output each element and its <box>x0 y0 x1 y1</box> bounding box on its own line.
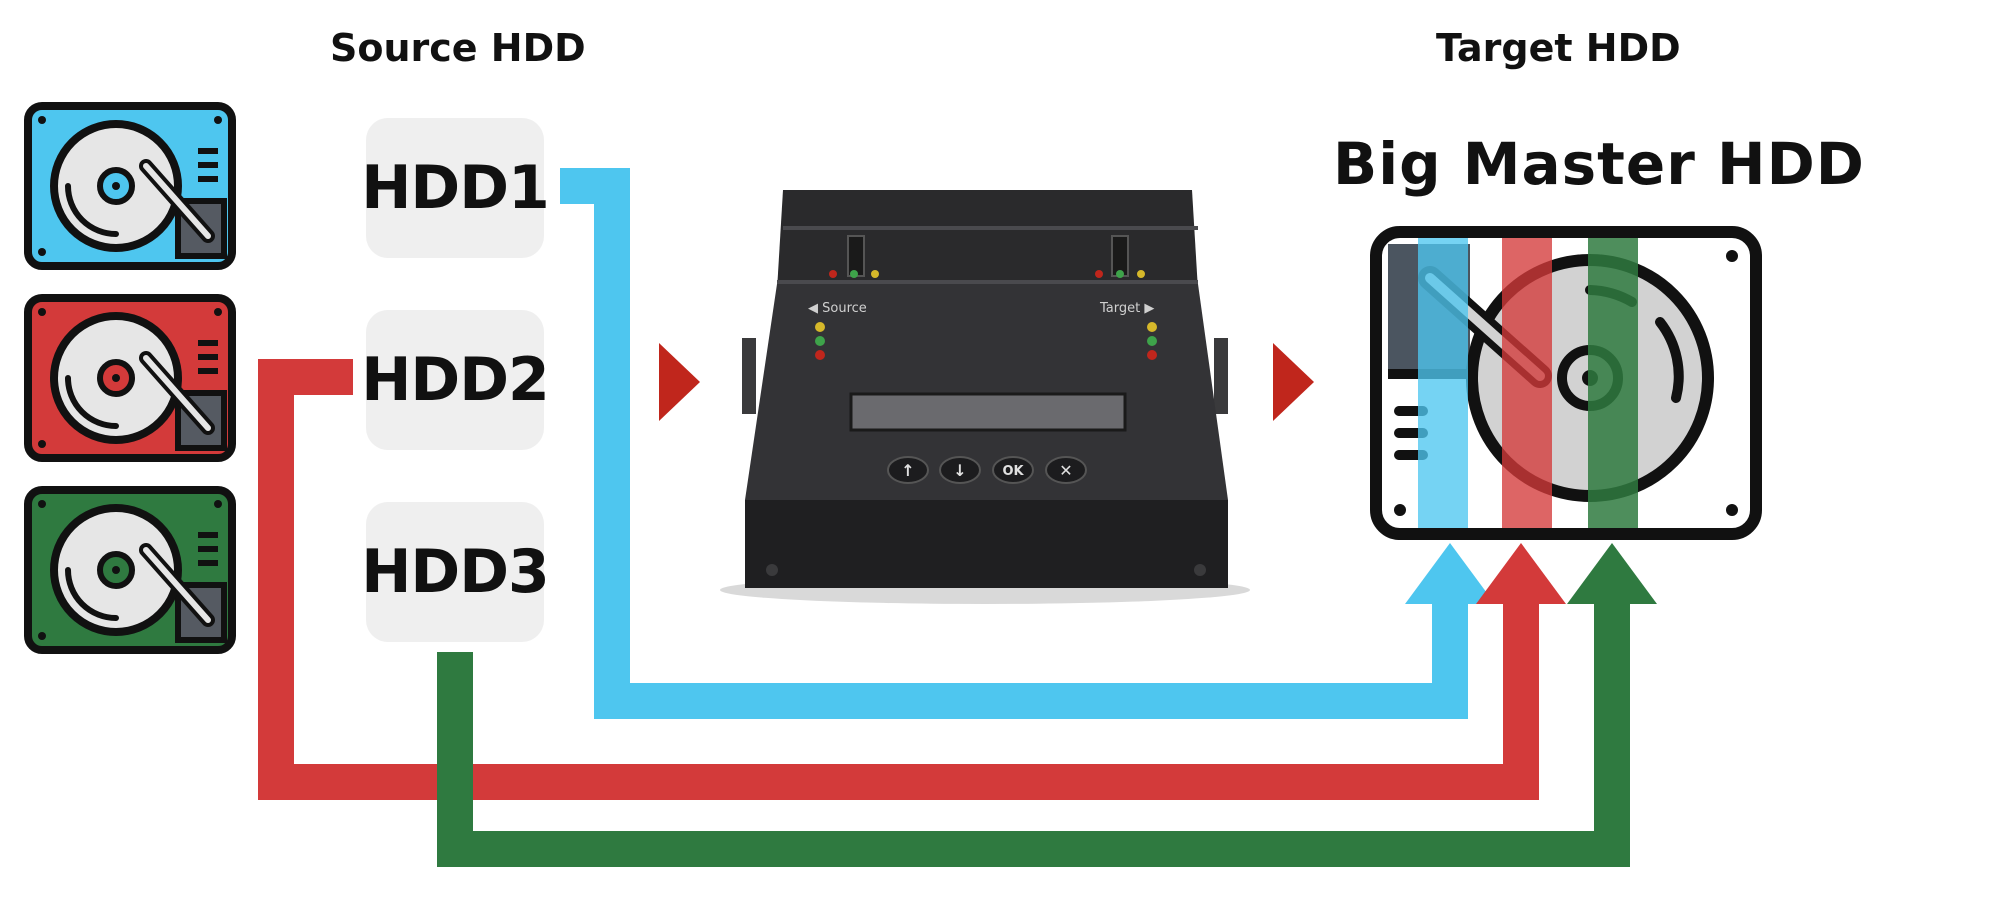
direction-arrow-out <box>1273 343 1314 421</box>
hdd2-label-box: HDD2 <box>361 310 550 450</box>
hdd3-label: HDD3 <box>361 537 550 607</box>
connector-green <box>437 543 1657 867</box>
source-disk-icon-blue <box>24 102 236 270</box>
direction-arrow-in <box>659 343 700 421</box>
svg-text:↓: ↓ <box>953 461 966 480</box>
svg-text:✕: ✕ <box>1059 461 1072 480</box>
hdd3-label-box: HDD3 <box>361 502 550 642</box>
master-disk-icon <box>1370 226 1762 540</box>
hdd1-label: HDD1 <box>361 153 550 223</box>
device-down-button: ↓ <box>939 456 981 484</box>
source-disk-icon-green <box>24 486 236 654</box>
source-heading: Source HDD <box>330 26 586 70</box>
svg-text:OK: OK <box>1002 464 1024 479</box>
device-cancel-button: ✕ <box>1045 456 1087 484</box>
master-title: Big Master HDD <box>1333 130 1865 198</box>
hdd1-label-box: HDD1 <box>361 118 550 258</box>
duplicator-device: ◀ Source Target ▶ ↑ ↓ OK ✕ <box>720 190 1250 604</box>
device-up-button: ↑ <box>887 456 929 484</box>
connector-blue <box>560 168 1495 719</box>
source-disk-icon-red <box>24 294 236 462</box>
device-ok-button: OK <box>992 456 1034 484</box>
connector-red <box>258 359 1566 800</box>
target-heading: Target HDD <box>1436 26 1681 70</box>
svg-text:↑: ↑ <box>901 461 914 480</box>
device-target-label: Target ▶ <box>1099 301 1154 316</box>
device-source-label: ◀ Source <box>808 301 867 316</box>
hdd2-label: HDD2 <box>361 345 550 415</box>
